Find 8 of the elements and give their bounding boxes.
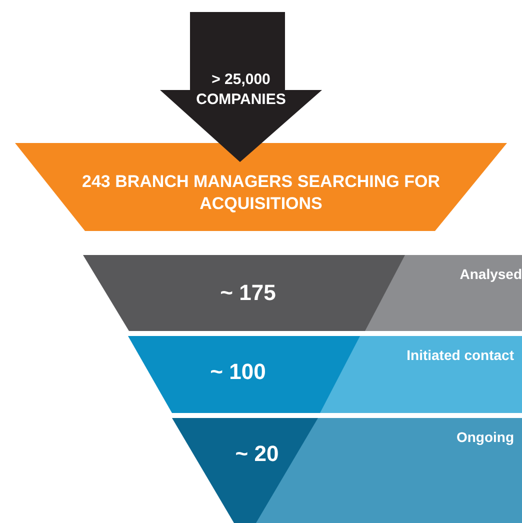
band-value: ~ 175 — [219, 279, 277, 307]
stage-label: Analysed — [458, 265, 522, 284]
band-value: ~ 100 — [209, 358, 267, 386]
stage-label: Ongoing — [455, 428, 514, 446]
arrow-label: > 25,000 COMPANIES — [195, 70, 287, 109]
stage-label: Initiated contact — [406, 346, 514, 364]
band-value: ~ 20 — [234, 440, 280, 468]
stage-heading: 243 BRANCH MANAGERS SEARCHING FOR ACQUISITIONS — [81, 171, 441, 216]
